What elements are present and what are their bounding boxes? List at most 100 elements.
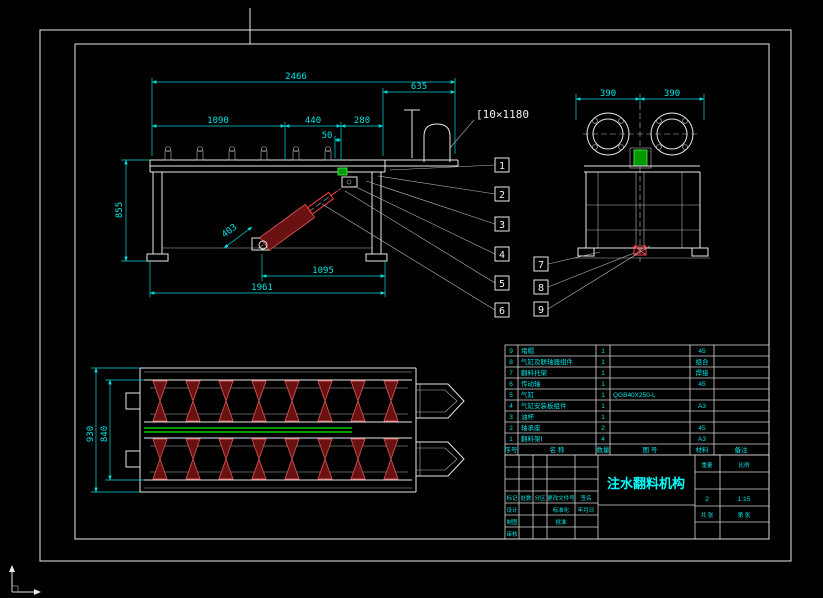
end-left-foot xyxy=(577,247,595,257)
dim-1961: 1961 xyxy=(251,283,273,293)
svg-text:共 张: 共 张 xyxy=(701,511,714,519)
balloon-3: 3 xyxy=(365,180,510,232)
dim-855: 855 xyxy=(115,202,125,218)
bom-row: 3 油杯 1 xyxy=(509,412,605,421)
svg-text:6: 6 xyxy=(499,306,505,317)
svg-text:8: 8 xyxy=(538,283,544,294)
scale-value: 1:15 xyxy=(738,496,751,503)
left-stub-top xyxy=(125,392,141,410)
channel-label: [10×1180 xyxy=(476,108,529,121)
svg-text:QGB40X250-L: QGB40X250-L xyxy=(613,392,656,399)
svg-text:设计: 设计 xyxy=(506,506,518,514)
svg-text:1: 1 xyxy=(601,381,605,388)
svg-text:9: 9 xyxy=(509,348,513,355)
svg-text:备注: 备注 xyxy=(735,445,749,454)
balloon-5: 5 xyxy=(344,190,510,291)
svg-text:45: 45 xyxy=(698,348,706,355)
title-block: 标记 处数 分区 更改文件号 签名 设计 标准化 年月日 制图 批准 审核 注水… xyxy=(504,454,770,540)
svg-text:1: 1 xyxy=(601,392,605,399)
svg-text:1: 1 xyxy=(601,414,605,421)
revision-labels: 标记 处数 分区 更改文件号 签名 设计 标准化 年月日 制图 批准 审核 xyxy=(506,494,594,538)
end-view-dimensions: 390 390 xyxy=(575,89,705,120)
dim-280: 280 xyxy=(354,116,370,126)
svg-text:标记: 标记 xyxy=(506,494,518,502)
svg-text:7: 7 xyxy=(509,370,513,377)
svg-text:材料: 材料 xyxy=(696,445,710,454)
svg-text:1: 1 xyxy=(601,370,605,377)
svg-text:4: 4 xyxy=(509,403,513,410)
main-title: 注水翻料机构 xyxy=(607,476,685,491)
balloons-side: 1 2 3 4 5 6 xyxy=(321,157,510,318)
dim-50: 50 xyxy=(322,131,333,141)
dim-390-left: 390 xyxy=(600,89,616,99)
left-foot xyxy=(146,253,169,262)
svg-text:处数: 处数 xyxy=(520,494,532,502)
svg-text:翻料托架: 翻料托架 xyxy=(521,368,548,377)
scale-block: 重量 比例 2 1:15 共 张 第 张 xyxy=(701,461,751,519)
dim-1095: 1095 xyxy=(312,266,334,276)
svg-text:第 张: 第 张 xyxy=(738,511,751,519)
plan-view-dimensions: 930 840 xyxy=(86,367,144,493)
ucs-icon xyxy=(9,565,41,595)
svg-text:轴承座: 轴承座 xyxy=(521,423,541,432)
svg-text:A3: A3 xyxy=(698,403,706,410)
balloon-8: 8 xyxy=(533,252,635,295)
bom-row: 9 堵帽 1 45 xyxy=(509,346,706,355)
end-right-foot xyxy=(691,247,709,257)
svg-text:3: 3 xyxy=(509,414,513,421)
roller-row-bottom xyxy=(152,438,399,480)
svg-text:5: 5 xyxy=(499,279,505,290)
sheet-number: 2 xyxy=(705,496,709,503)
dim-930: 930 xyxy=(86,426,96,442)
svg-text:名 称: 名 称 xyxy=(550,445,565,454)
svg-text:气缸安装板组件: 气缸安装板组件 xyxy=(521,401,567,410)
svg-text:9: 9 xyxy=(538,305,544,316)
rod-end-bracket xyxy=(341,176,358,188)
drawing-frame xyxy=(39,8,792,562)
svg-text:A3: A3 xyxy=(698,436,706,443)
svg-text:1: 1 xyxy=(601,348,605,355)
svg-text:4: 4 xyxy=(499,250,505,261)
svg-text:1: 1 xyxy=(601,403,605,410)
svg-text:审核: 审核 xyxy=(506,530,518,538)
hydraulic-cylinder xyxy=(257,188,341,251)
svg-text:图 号: 图 号 xyxy=(643,446,658,454)
coupler-housing xyxy=(629,147,652,169)
channel-note: [10×1180 xyxy=(449,108,529,149)
dim-440: 440 xyxy=(305,116,321,126)
balloon-2: 2 xyxy=(377,175,510,202)
svg-text:6: 6 xyxy=(509,381,513,388)
dim-2466: 2466 xyxy=(285,72,307,82)
svg-text:标准化: 标准化 xyxy=(553,506,570,514)
dim-635: 635 xyxy=(411,82,427,92)
plan-view: 930 840 xyxy=(86,367,465,493)
svg-text:油杯: 油杯 xyxy=(521,412,535,421)
svg-text:翻料架Ⅰ: 翻料架Ⅰ xyxy=(521,434,543,443)
end-view: 390 390 xyxy=(574,89,710,262)
svg-text:气缸: 气缸 xyxy=(521,390,535,399)
left-wheel xyxy=(586,112,630,156)
hook-assembly xyxy=(404,109,451,162)
turning-fork xyxy=(416,383,465,477)
svg-text:堵帽: 堵帽 xyxy=(521,346,535,355)
svg-text:8: 8 xyxy=(509,359,513,366)
svg-text:签名: 签名 xyxy=(580,494,591,502)
svg-text:制图: 制图 xyxy=(506,518,518,526)
right-wheel xyxy=(650,112,694,156)
svg-text:1: 1 xyxy=(601,359,605,366)
balloon-9: 9 xyxy=(533,245,651,317)
coupler-end xyxy=(633,149,648,167)
svg-text:1: 1 xyxy=(499,161,505,172)
svg-text:组合: 组合 xyxy=(696,357,710,366)
svg-text:重量: 重量 xyxy=(701,461,713,469)
svg-text:2: 2 xyxy=(499,190,505,201)
svg-text:年月日: 年月日 xyxy=(578,506,595,514)
